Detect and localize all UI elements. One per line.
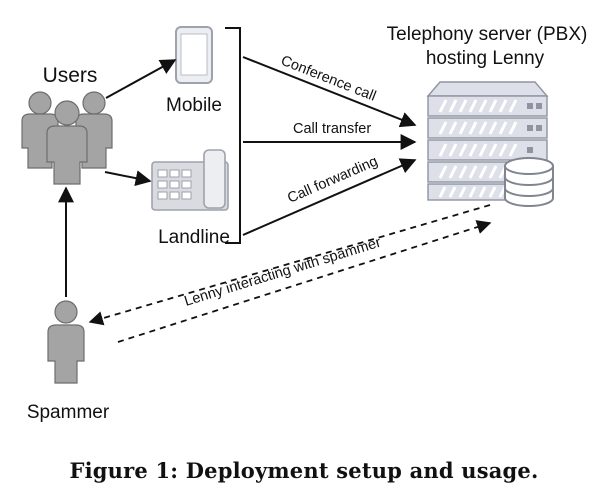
spammer-label: Spammer: [27, 402, 110, 423]
users-group-icon: [21, 91, 113, 185]
arrow-call-forwarding: [242, 158, 417, 236]
arrow-conference-call: [242, 56, 417, 128]
server-title-line1: Telephony server (PBX): [387, 24, 588, 45]
arrow-users-to-landline: [104, 170, 152, 187]
desk-phone-icon: [151, 149, 229, 211]
server-rack-stripes: [438, 99, 518, 198]
mobile-phone-icon: [175, 26, 213, 84]
call-transfer-label: Call transfer: [293, 121, 371, 137]
spammer-person-icon: [47, 300, 85, 384]
devices-bracket: [225, 27, 241, 244]
server-rack-leds: [527, 103, 542, 153]
dashed-arrow-server-to-spammer: [88, 204, 491, 326]
landline-label: Landline: [158, 227, 230, 248]
mobile-label: Mobile: [166, 95, 222, 116]
figure-caption: Figure 1: Deployment setup and usage.: [69, 458, 539, 483]
server-title-line2: hosting Lenny: [426, 48, 545, 69]
users-label: Users: [43, 64, 98, 87]
database-icon: [504, 157, 554, 207]
call-forwarding-label: Call forwarding: [285, 153, 380, 206]
conference-call-label: Conference call: [279, 53, 379, 105]
arrow-users-to-mobile: [105, 59, 177, 99]
